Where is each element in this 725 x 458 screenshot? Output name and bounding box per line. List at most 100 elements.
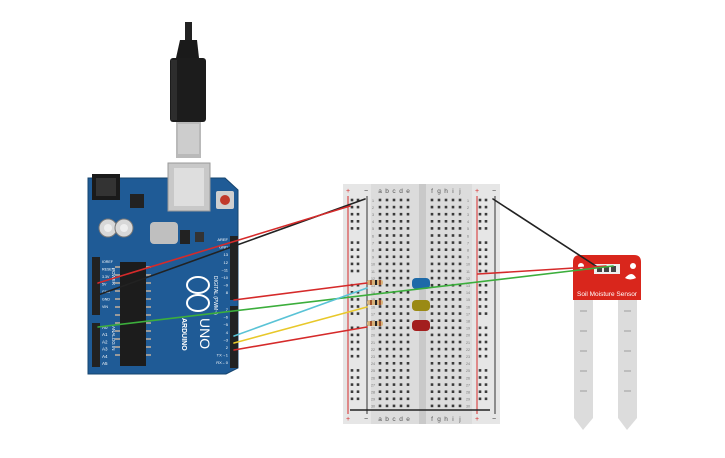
breadboard-hole[interactable] [430,369,434,372]
led-blue[interactable] [412,278,430,289]
breadboard-hole[interactable] [437,347,441,351]
rail-hole[interactable] [350,205,354,209]
rail-hole[interactable] [356,354,360,358]
rail-hole[interactable] [350,262,354,266]
breadboard-hole[interactable] [451,376,455,379]
wire-red[interactable] [477,265,607,275]
breadboard-hole[interactable] [399,404,403,408]
breadboard-hole[interactable] [378,397,382,401]
breadboard-hole[interactable] [458,269,462,273]
breadboard-hole[interactable] [451,269,455,273]
breadboard-hole[interactable] [392,383,396,386]
breadboard-hole[interactable] [437,319,441,322]
breadboard-hole[interactable] [458,340,462,344]
rail-hole[interactable] [478,227,482,230]
breadboard-hole[interactable] [458,262,462,266]
breadboard-hole[interactable] [444,369,448,372]
breadboard-hole[interactable] [378,369,382,372]
rail-hole[interactable] [478,390,482,393]
breadboard-hole[interactable] [399,390,403,393]
breadboard-hole[interactable] [378,354,382,358]
rail-hole[interactable] [356,262,360,266]
breadboard-hole[interactable] [385,205,389,209]
rail-hole[interactable] [484,354,488,358]
rail-hole[interactable] [478,291,482,294]
breadboard-hole[interactable] [392,404,396,408]
breadboard-hole[interactable] [385,404,389,408]
breadboard-hole[interactable] [444,376,448,379]
breadboard-hole[interactable] [458,319,462,322]
breadboard-hole[interactable] [430,234,434,237]
breadboard-hole[interactable] [392,212,396,216]
breadboard-hole[interactable] [385,369,389,372]
breadboard-hole[interactable] [378,212,382,216]
rail-hole[interactable] [350,220,354,223]
breadboard-hole[interactable] [444,397,448,401]
breadboard-hole[interactable] [385,340,389,344]
breadboard-hole[interactable] [444,312,448,315]
breadboard-hole[interactable] [385,212,389,216]
rail-hole[interactable] [478,369,482,372]
breadboard-hole[interactable] [378,298,382,301]
analog-header[interactable] [92,323,100,367]
breadboard-hole[interactable] [392,319,396,322]
rail-hole[interactable] [484,340,488,344]
breadboard-hole[interactable] [399,205,403,209]
breadboard-hole[interactable] [451,362,455,365]
resistor[interactable] [367,321,383,326]
rail-hole[interactable] [484,220,488,223]
breadboard-hole[interactable] [385,298,389,301]
soil-moisture-sensor[interactable]: Soil Moisture Sensor [573,255,641,430]
breadboard-hole[interactable] [451,205,455,209]
digital-header-top[interactable] [230,236,238,300]
breadboard-hole[interactable] [437,262,441,266]
rail-hole[interactable] [478,248,482,251]
wire-black[interactable] [492,198,600,269]
breadboard-hole[interactable] [406,305,410,308]
breadboard-hole[interactable] [378,312,382,315]
breadboard-hole[interactable] [392,390,396,393]
breadboard-hole[interactable] [458,198,462,202]
breadboard-hole[interactable] [444,269,448,273]
rail-hole[interactable] [350,241,354,244]
rail-hole[interactable] [478,333,482,337]
breadboard-hole[interactable] [385,354,389,358]
rail-hole[interactable] [356,340,360,344]
breadboard-hole[interactable] [437,298,441,301]
rail-hole[interactable] [350,298,354,301]
breadboard-hole[interactable] [406,369,410,372]
breadboard-hole[interactable] [458,312,462,315]
breadboard-hole[interactable] [458,404,462,408]
rail-hole[interactable] [484,255,488,259]
breadboard-hole[interactable] [378,262,382,266]
breadboard-hole[interactable] [437,198,441,202]
rail-hole[interactable] [350,340,354,344]
breadboard-hole[interactable] [378,333,382,337]
breadboard-hole[interactable] [406,347,410,351]
breadboard-hole[interactable] [385,312,389,315]
breadboard-hole[interactable] [451,212,455,216]
rail-hole[interactable] [356,390,360,393]
breadboard-hole[interactable] [437,312,441,315]
breadboard-hole[interactable] [392,269,396,273]
rail-hole[interactable] [350,397,354,401]
rail-hole[interactable] [484,376,488,379]
rail-hole[interactable] [478,269,482,273]
resistor[interactable] [367,300,383,305]
breadboard-hole[interactable] [378,362,382,365]
breadboard-hole[interactable] [451,198,455,202]
breadboard-hole[interactable] [451,390,455,393]
breadboard-hole[interactable] [378,269,382,273]
wire-cyan[interactable] [233,287,368,337]
rail-hole[interactable] [350,269,354,273]
breadboard-hole[interactable] [392,326,396,330]
breadboard-hole[interactable] [385,248,389,251]
breadboard-hole[interactable] [430,383,434,386]
breadboard-hole[interactable] [406,312,410,315]
breadboard-hole[interactable] [444,319,448,322]
breadboard-hole[interactable] [406,383,410,386]
breadboard-hole[interactable] [458,205,462,209]
breadboard-hole[interactable] [378,234,382,237]
breadboard-hole[interactable] [385,255,389,259]
breadboard-hole[interactable] [392,312,396,315]
